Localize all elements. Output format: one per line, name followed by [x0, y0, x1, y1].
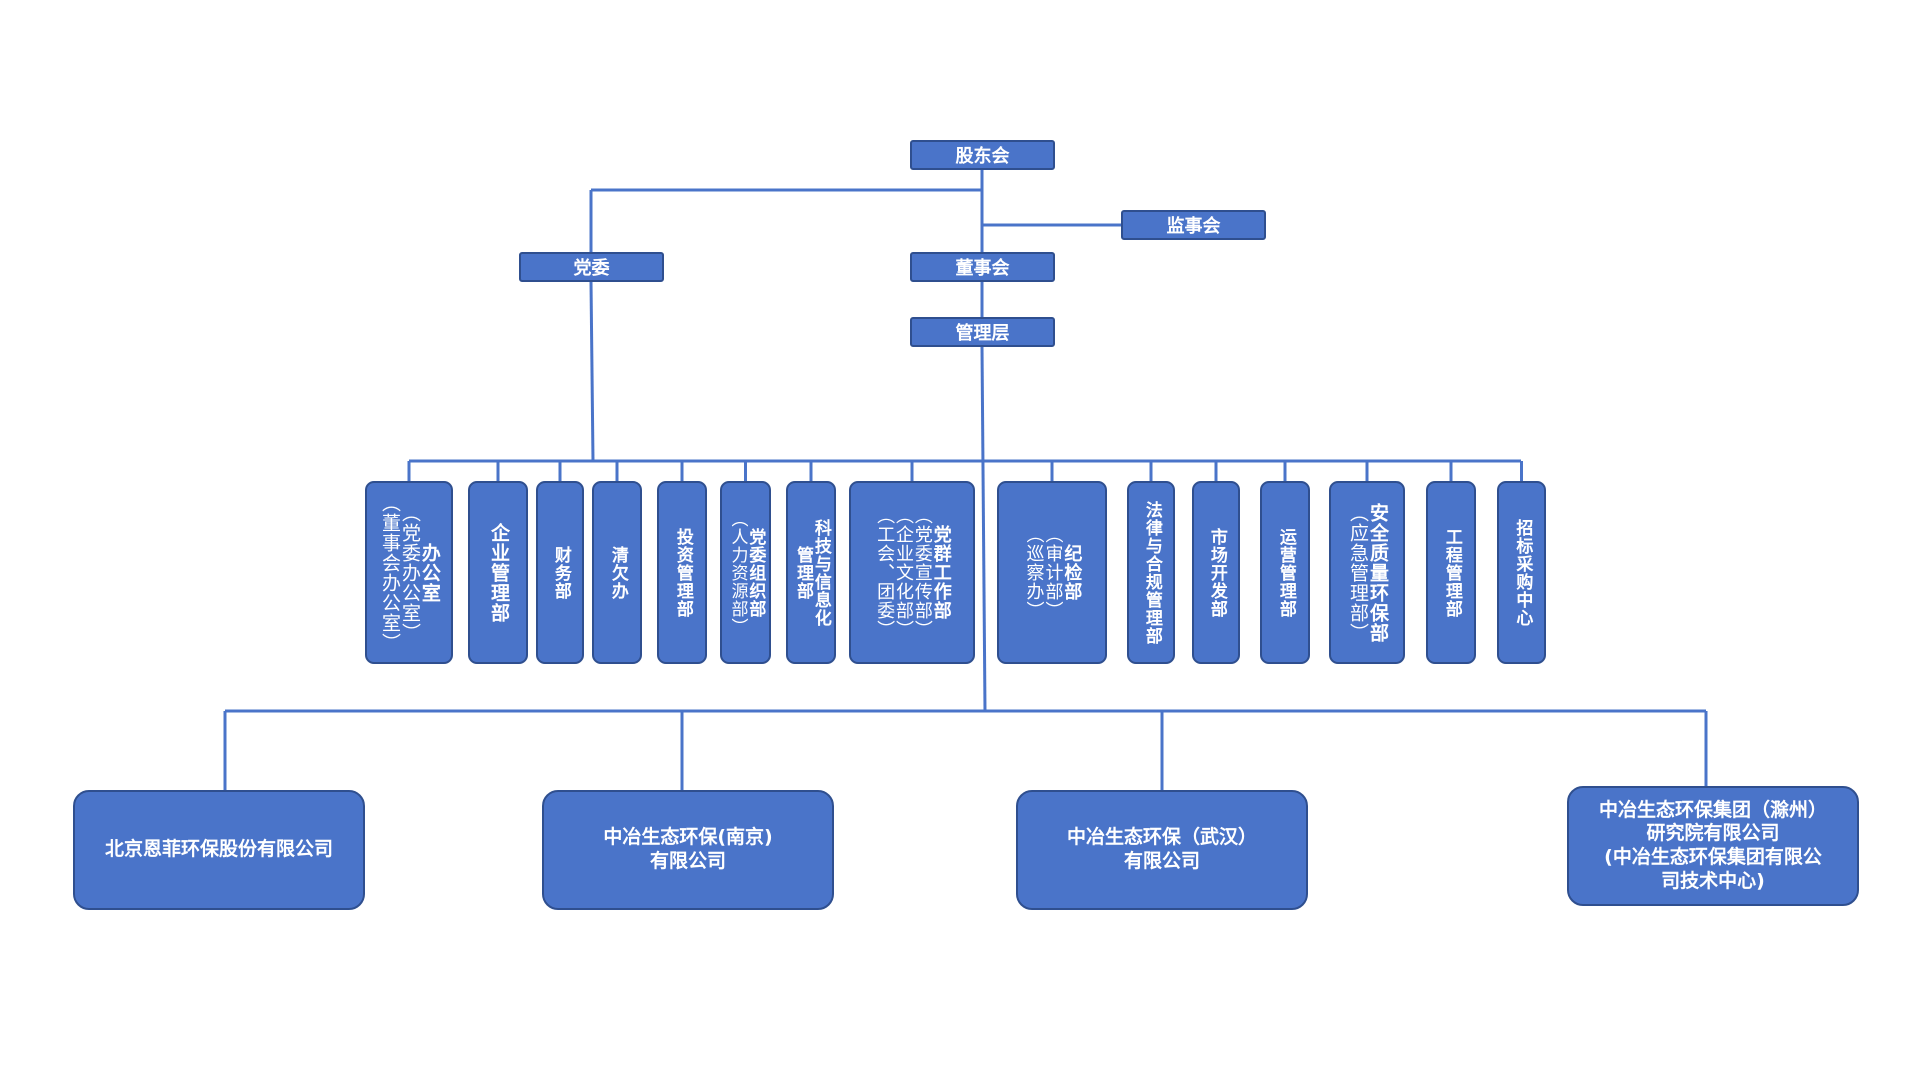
dept-label-line: 市场开发部: [1206, 527, 1227, 618]
dept-party-mass: 党群工作部（党委宣传部）（企业文化部）（工会、团委）: [849, 481, 975, 664]
dept-market-dev: 市场开发部: [1192, 481, 1240, 664]
dept-label-line: （党委宣传部）: [911, 506, 933, 639]
dept-label-line: （应急管理部）: [1347, 502, 1369, 643]
dept-engineering: 工程管理部: [1426, 481, 1476, 664]
dept-label-line: （党委办公室）: [398, 502, 421, 643]
dept-label-line: 清欠办: [607, 545, 628, 600]
party-to-departments: [589, 281, 595, 462]
subsidiary-label-line: 中冶生态环保(南京): [603, 826, 773, 849]
dept-label-line: 工程管理部: [1441, 527, 1462, 618]
board-label: 董事会: [955, 258, 1010, 279]
dept-label-line: 招标采购中心: [1512, 518, 1533, 627]
dept-finance: 财务部: [536, 481, 584, 664]
supervisors-box: 监事会: [1121, 210, 1266, 240]
party-committee-label: 党委: [573, 258, 610, 279]
dept-enterprise-mgmt: 企业管理部: [468, 481, 528, 664]
shareholders-label: 股东会: [955, 146, 1010, 167]
dept-procurement: 招标采购中心: [1497, 481, 1546, 664]
party-committee-box: 党委: [519, 252, 664, 282]
subsidiary-label-line: 有限公司: [1123, 850, 1200, 872]
shareholders-box: 股东会: [910, 140, 1055, 170]
management-box: 管理层: [910, 317, 1055, 347]
dept-label-line: 财务部: [550, 545, 571, 600]
dept-label-line: （董事会办公室）: [379, 492, 402, 653]
dept-label-line: 办公室: [418, 542, 441, 603]
dept-discipline: 纪检部（审计部）（巡察办）: [997, 481, 1107, 664]
dept-label-line: 党委组织部: [745, 527, 766, 618]
dept-label-line: （审计部）: [1042, 525, 1064, 620]
dept-label-line: （工会、团委）: [874, 506, 896, 639]
subsidiary-label-line: 中冶生态环保（武汉）: [1066, 826, 1257, 849]
subsidiary-label-line: 司技术中心): [1661, 869, 1765, 892]
dept-party-organization: 党委组织部（人力资源部）: [720, 481, 771, 664]
trunk-management-down: [980, 346, 987, 712]
subsidiary-beijing-enfei: 北京恩菲环保股份有限公司: [73, 790, 365, 910]
dept-investment: 投资管理部: [657, 481, 707, 664]
subsidiary-label-line: (中冶生态环保集团有限公: [1604, 846, 1822, 868]
dept-label-line: （人力资源部）: [727, 509, 748, 636]
dept-label-line: 安全质量环保部: [1366, 502, 1389, 643]
dept-label-line: （企业文化部）: [893, 506, 914, 639]
dept-debt-clearing: 清欠办: [592, 481, 642, 664]
subsidiary-nanjing: 中冶生态环保(南京)有限公司: [542, 790, 834, 910]
dept-office: 办公室（党委办公室）（董事会办公室）: [365, 481, 453, 664]
dept-label-line: 投资管理部: [672, 527, 693, 618]
dept-label-line: 科技与信息化: [810, 518, 831, 627]
subsidiary-label-line: 北京恩菲环保股份有限公司: [104, 838, 333, 861]
management-label: 管理层: [955, 323, 1010, 344]
subsidiary-label-line: 中冶生态环保集团（滁州）: [1598, 798, 1827, 821]
dept-legal-compliance: 法律与合规管理部: [1127, 481, 1175, 664]
subsidiary-chuzhou: 中冶生态环保集团（滁州）研究院有限公司(中冶生态环保集团有限公司技术中心): [1567, 786, 1859, 906]
subsidiary-label-line: 有限公司: [649, 850, 726, 872]
dept-label-line: （巡察办）: [1023, 525, 1045, 620]
subsidiary-wuhan: 中冶生态环保（武汉）有限公司: [1016, 790, 1308, 910]
dept-operations: 运营管理部: [1260, 481, 1310, 664]
dept-label-line: 企业管理部: [487, 522, 510, 623]
supervisors-label: 监事会: [1166, 216, 1221, 237]
dept-label-line: 运营管理部: [1275, 527, 1296, 618]
dept-tech-info: 科技与信息化管理部: [786, 481, 836, 664]
dept-safety-quality: 安全质量环保部（应急管理部）: [1329, 481, 1405, 664]
dept-label-line: 管理部: [793, 545, 813, 600]
dept-label-line: 党群工作部: [930, 525, 952, 620]
subsidiary-label-line: 研究院有限公司: [1646, 822, 1780, 845]
dept-label-line: 法律与合规管理部: [1141, 500, 1162, 645]
board-box: 董事会: [910, 252, 1055, 282]
dept-label-line: 纪检部: [1061, 544, 1083, 601]
